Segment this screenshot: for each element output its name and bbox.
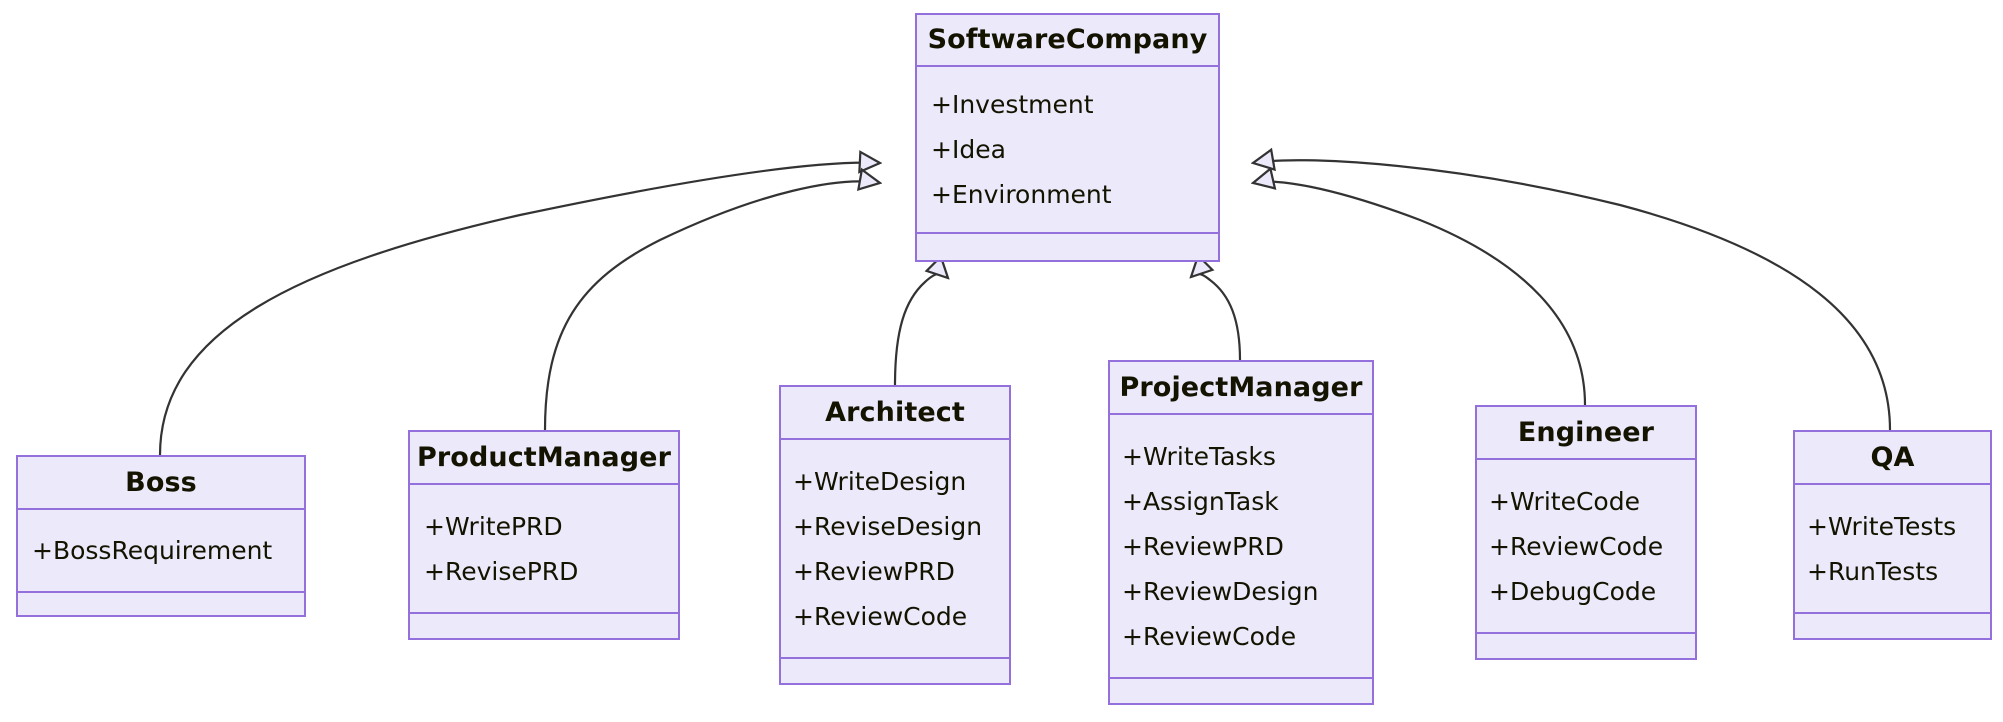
class-node-architect[interactable]: Architect +WriteDesign +ReviseDesign +Re… — [779, 385, 1011, 685]
class-attribute: +WriteTests — [1807, 511, 1957, 541]
class-attribute: +DebugCode — [1489, 576, 1657, 606]
class-title-project-manager: ProjectManager — [1119, 372, 1363, 403]
class-attribute: +WriteTasks — [1122, 441, 1276, 471]
class-node-boss[interactable]: Boss +BossRequirement — [16, 455, 306, 617]
class-attribute: +ReviewCode — [1122, 621, 1297, 651]
class-attribute: +RunTests — [1807, 556, 1939, 586]
class-attribute: +ReviewPRD — [1122, 531, 1284, 561]
class-node-product-manager[interactable]: ProductManager +WritePRD +RevisePRD — [408, 430, 680, 640]
class-methods-qa — [1795, 614, 1990, 638]
class-divider-methods — [18, 591, 304, 593]
class-attributes-product-manager: +WritePRD +RevisePRD — [410, 485, 678, 612]
class-attribute: +WriteDesign — [793, 466, 967, 496]
class-attribute: +Environment — [931, 180, 1112, 209]
edge-boss-to-softwarecompany — [158, 163, 880, 456]
class-divider-attributes — [410, 483, 678, 485]
class-node-software-company[interactable]: SoftwareCompany +Investment +Idea +Envir… — [915, 13, 1220, 262]
class-divider-attributes — [1110, 413, 1372, 415]
class-methods-boss — [18, 593, 304, 615]
class-title-architect: Architect — [825, 397, 965, 428]
class-divider-attributes — [917, 65, 1218, 67]
class-attribute: +ReviewCode — [793, 601, 968, 631]
class-attribute: +ReviewDesign — [1122, 576, 1319, 606]
edge-projectmanager-to-softwarecompany — [1191, 274, 1242, 361]
class-attribute: +WritePRD — [424, 511, 563, 541]
class-methods-project-manager — [1110, 679, 1372, 703]
class-divider-attributes — [1795, 483, 1990, 485]
class-methods-product-manager — [410, 614, 678, 638]
class-attribute: +BossRequirement — [32, 536, 273, 565]
class-divider-attributes — [781, 438, 1009, 440]
class-node-engineer[interactable]: Engineer +WriteCode +ReviewCode +DebugCo… — [1475, 405, 1697, 660]
class-attributes-boss: +BossRequirement — [18, 510, 304, 591]
class-divider-methods — [410, 612, 678, 614]
class-attribute: +AssignTask — [1122, 486, 1279, 516]
class-attributes-software-company: +Investment +Idea +Environment — [917, 67, 1218, 232]
class-attribute: +ReviseDesign — [793, 511, 983, 541]
class-attribute: +RevisePRD — [424, 556, 579, 586]
class-divider-attributes — [18, 508, 304, 510]
class-node-project-manager[interactable]: ProjectManager +WriteTasks +AssignTask +… — [1108, 360, 1374, 705]
class-divider-methods — [1110, 677, 1372, 679]
class-attributes-engineer: +WriteCode +ReviewCode +DebugCode — [1477, 460, 1695, 632]
class-attribute: +Investment — [931, 90, 1094, 119]
class-title-qa: QA — [1870, 442, 1915, 473]
class-methods-software-company — [917, 234, 1218, 260]
class-divider-attributes — [1477, 458, 1695, 460]
class-methods-architect — [781, 659, 1009, 683]
class-divider-methods — [1795, 612, 1990, 614]
class-attribute: +Idea — [931, 135, 1006, 164]
class-methods-engineer — [1477, 634, 1695, 658]
class-attribute: +ReviewPRD — [793, 556, 955, 586]
class-node-qa[interactable]: QA +WriteTests +RunTests — [1793, 430, 1992, 640]
class-attributes-architect: +WriteDesign +ReviseDesign +ReviewPRD +R… — [781, 440, 1009, 657]
class-attributes-qa: +WriteTests +RunTests — [1795, 485, 1990, 612]
edge-architect-to-softwarecompany — [893, 274, 948, 386]
class-divider-methods — [781, 657, 1009, 659]
class-title-engineer: Engineer — [1517, 417, 1655, 448]
class-title-boss: Boss — [125, 467, 197, 498]
class-title-software-company: SoftwareCompany — [927, 24, 1208, 55]
class-attribute: +WriteCode — [1489, 486, 1640, 516]
class-divider-methods — [1477, 632, 1695, 634]
class-attributes-project-manager: +WriteTasks +AssignTask +ReviewPRD +Revi… — [1110, 415, 1372, 677]
class-title-product-manager: ProductManager — [417, 442, 671, 473]
class-attribute: +ReviewCode — [1489, 531, 1664, 561]
class-divider-methods — [917, 232, 1218, 234]
